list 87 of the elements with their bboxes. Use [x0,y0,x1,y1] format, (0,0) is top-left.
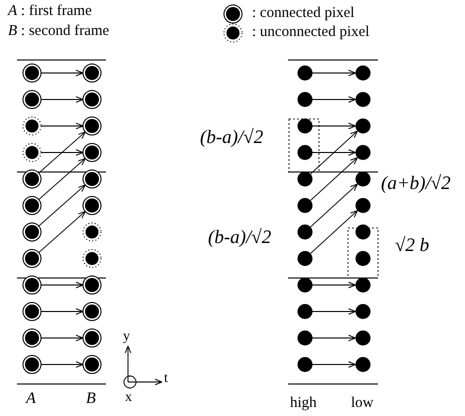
pixel-dot [82,143,102,162]
pixel-dot [22,302,42,321]
pixel-dot [82,355,102,374]
pixel-dot [22,328,42,348]
math-label: (a+b)/√2 [381,174,451,193]
arrow [312,149,356,156]
pixel-dot [356,66,370,80]
axis-label: y [123,330,130,344]
pixel-dot [298,224,312,240]
pixel-dot [22,90,42,109]
pixel-dot [356,92,370,107]
arrow [312,361,356,368]
pixel-dot [298,278,312,292]
pixel-dot [22,64,42,82]
pixel-dot [82,302,102,321]
arrow [40,96,84,103]
arrow [40,122,84,130]
pixel-dot [22,196,42,215]
column-label: A [26,391,36,407]
arrow [312,308,356,315]
pixel-dot [82,170,102,188]
axis-label: x [125,391,132,405]
pixel-dot [298,251,312,266]
pixel-dot [298,198,312,213]
arrow [40,361,84,368]
legend-text: : unconnected pixel [252,25,370,40]
pixel-dot [298,145,312,160]
pixel-dot [82,196,102,215]
column-label: high [290,396,317,411]
pixel-dot [82,116,102,136]
arrow [312,334,356,342]
arrow [38,158,86,200]
pixel-dot [22,355,42,374]
pixel-dot [356,172,370,186]
pixel-dot [298,66,312,80]
arrow [312,282,356,288]
legend-text: : connected pixel [252,6,354,21]
arrow [310,157,358,201]
pixel-dot [82,64,102,82]
math-label: (b-a)/√2 [200,128,264,147]
pixel-dot [82,222,102,242]
column-label: B [86,391,96,407]
arrow [312,96,356,103]
pixel-dot [356,145,370,160]
pixel-dot [22,143,42,162]
pixel-dot [82,249,102,268]
pixel-dot [82,276,102,294]
axis-label: t [164,372,168,386]
arrow [310,184,358,228]
pixel-dot [298,118,312,134]
pixel-dot [356,330,370,346]
arrow [38,211,86,253]
arrow [38,132,86,174]
math-label: (b-a)/√2 [208,228,272,247]
arrow [40,149,84,156]
arrow [40,70,84,76]
arrow [310,130,358,174]
legend-note: A : first frame [8,4,92,19]
pixel-dot [22,249,42,268]
pixel-dot [356,224,370,240]
pixel-dot [22,170,42,188]
pixel-dot [22,222,42,242]
pixel-dot [356,304,370,319]
pixel-dot [298,172,312,186]
pixel-dot [22,116,42,136]
arrow [40,282,84,288]
pixel-dot [356,357,370,372]
pixel-dot [82,328,102,348]
arrow [312,70,356,76]
pixel-dot [82,90,102,109]
pixel-dot [356,251,370,266]
arrow [40,308,84,315]
pixel-dot [356,118,370,134]
arrow [312,122,356,130]
pixel-dot [298,92,312,107]
arrow [40,334,84,342]
arrow [310,210,358,254]
legend-note: B : second frame [8,24,110,39]
pixel-dot [356,278,370,292]
pixel-dot [298,357,312,372]
pixel-dot [22,276,42,294]
arrow [38,184,86,226]
math-label: √2 b [395,236,430,255]
pixel-dot [298,330,312,346]
column-label: low [351,396,374,411]
pixel-dot [356,198,370,213]
pixel-dot [298,304,312,319]
